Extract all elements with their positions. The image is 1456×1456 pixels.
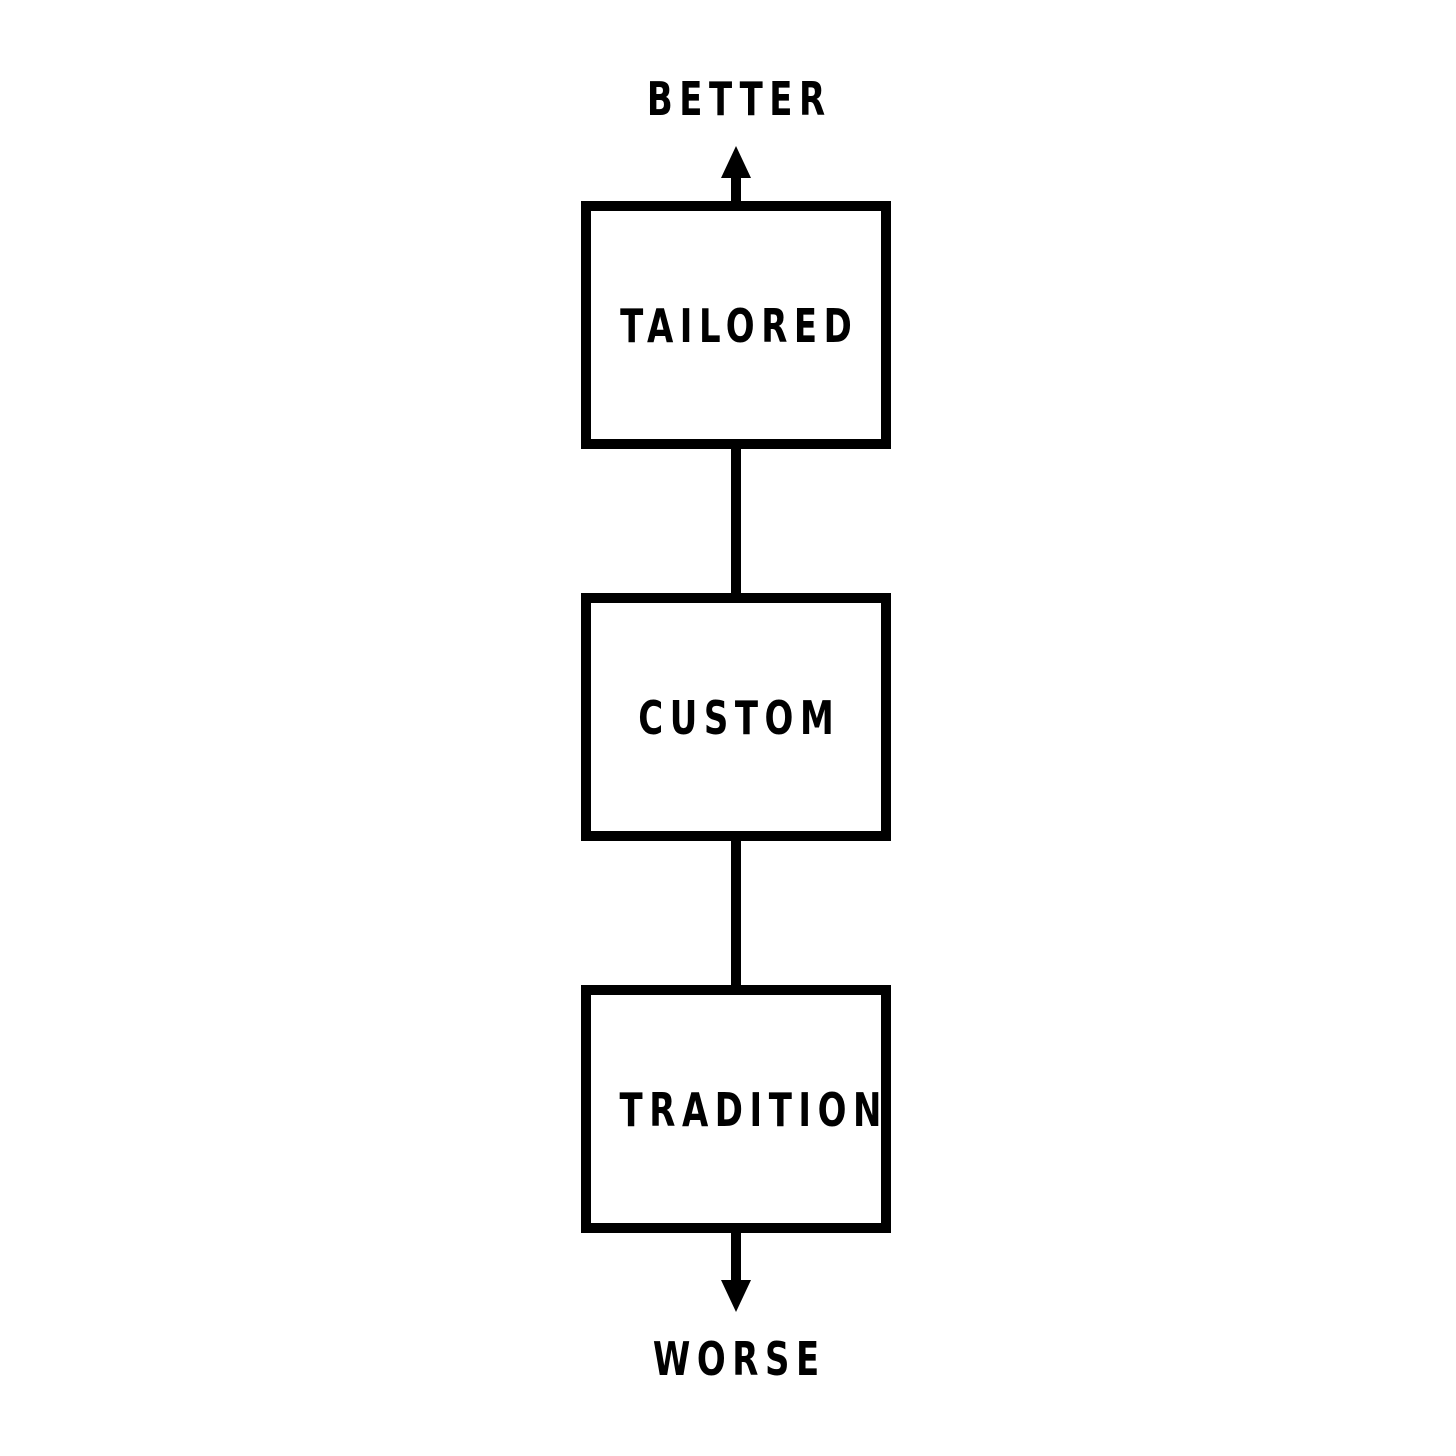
box-label-tailored: TAILORED	[620, 299, 859, 353]
box-label-custom: CUSTOM	[638, 691, 841, 745]
box-label-tradition: TRADITION	[619, 1083, 888, 1137]
axis-bottom-label: WORSE	[652, 1332, 826, 1386]
axis-top-label: BETTER	[646, 72, 832, 126]
arrow-up-head	[721, 146, 751, 178]
arrow-down-head	[721, 1280, 751, 1312]
